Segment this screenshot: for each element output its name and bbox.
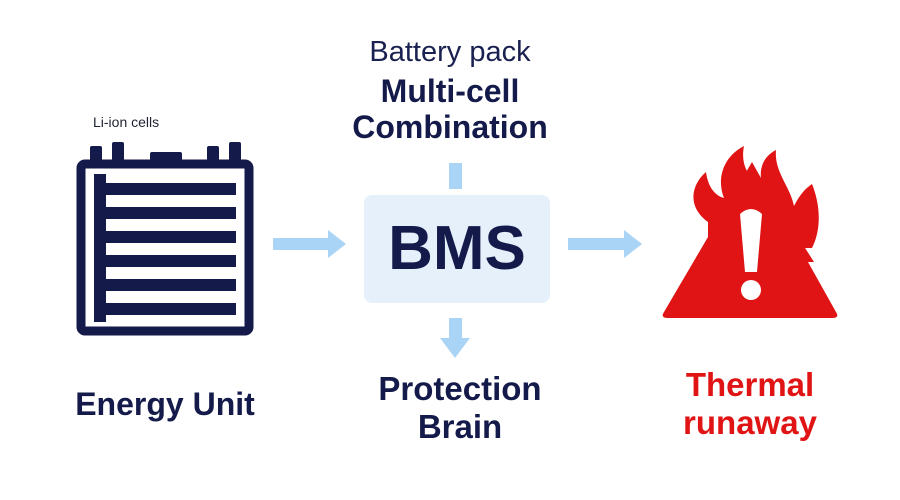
- arrow-right-icon: [568, 230, 642, 258]
- caption-line: Thermal: [685, 366, 815, 403]
- bms-box: [364, 195, 550, 303]
- arrow-down-icon: [440, 318, 470, 358]
- fire-warning-icon: [662, 146, 838, 318]
- arrow-down-icon: [449, 163, 462, 189]
- subtitle-line: Multi-cell: [380, 73, 520, 109]
- battery-pack-title: Battery pack: [369, 36, 531, 68]
- battery-pack-subtitle: Multi-cell Combination: [300, 73, 600, 145]
- arrow-right-icon: [273, 230, 346, 258]
- caption-line: Brain: [417, 408, 503, 445]
- thermal-runaway-caption: Thermal runaway: [640, 366, 860, 442]
- protection-brain-caption: Protection Brain: [330, 370, 590, 446]
- subtitle-line: Combination: [352, 109, 548, 145]
- li-ion-cells-label: Li-ion cells: [93, 114, 160, 130]
- caption-line: Protection: [378, 370, 542, 407]
- battery-cells-icon: [76, 142, 254, 336]
- caption-line: runaway: [683, 404, 817, 441]
- bms-label: BMS: [388, 214, 526, 283]
- energy-unit-caption: Energy Unit: [75, 386, 255, 422]
